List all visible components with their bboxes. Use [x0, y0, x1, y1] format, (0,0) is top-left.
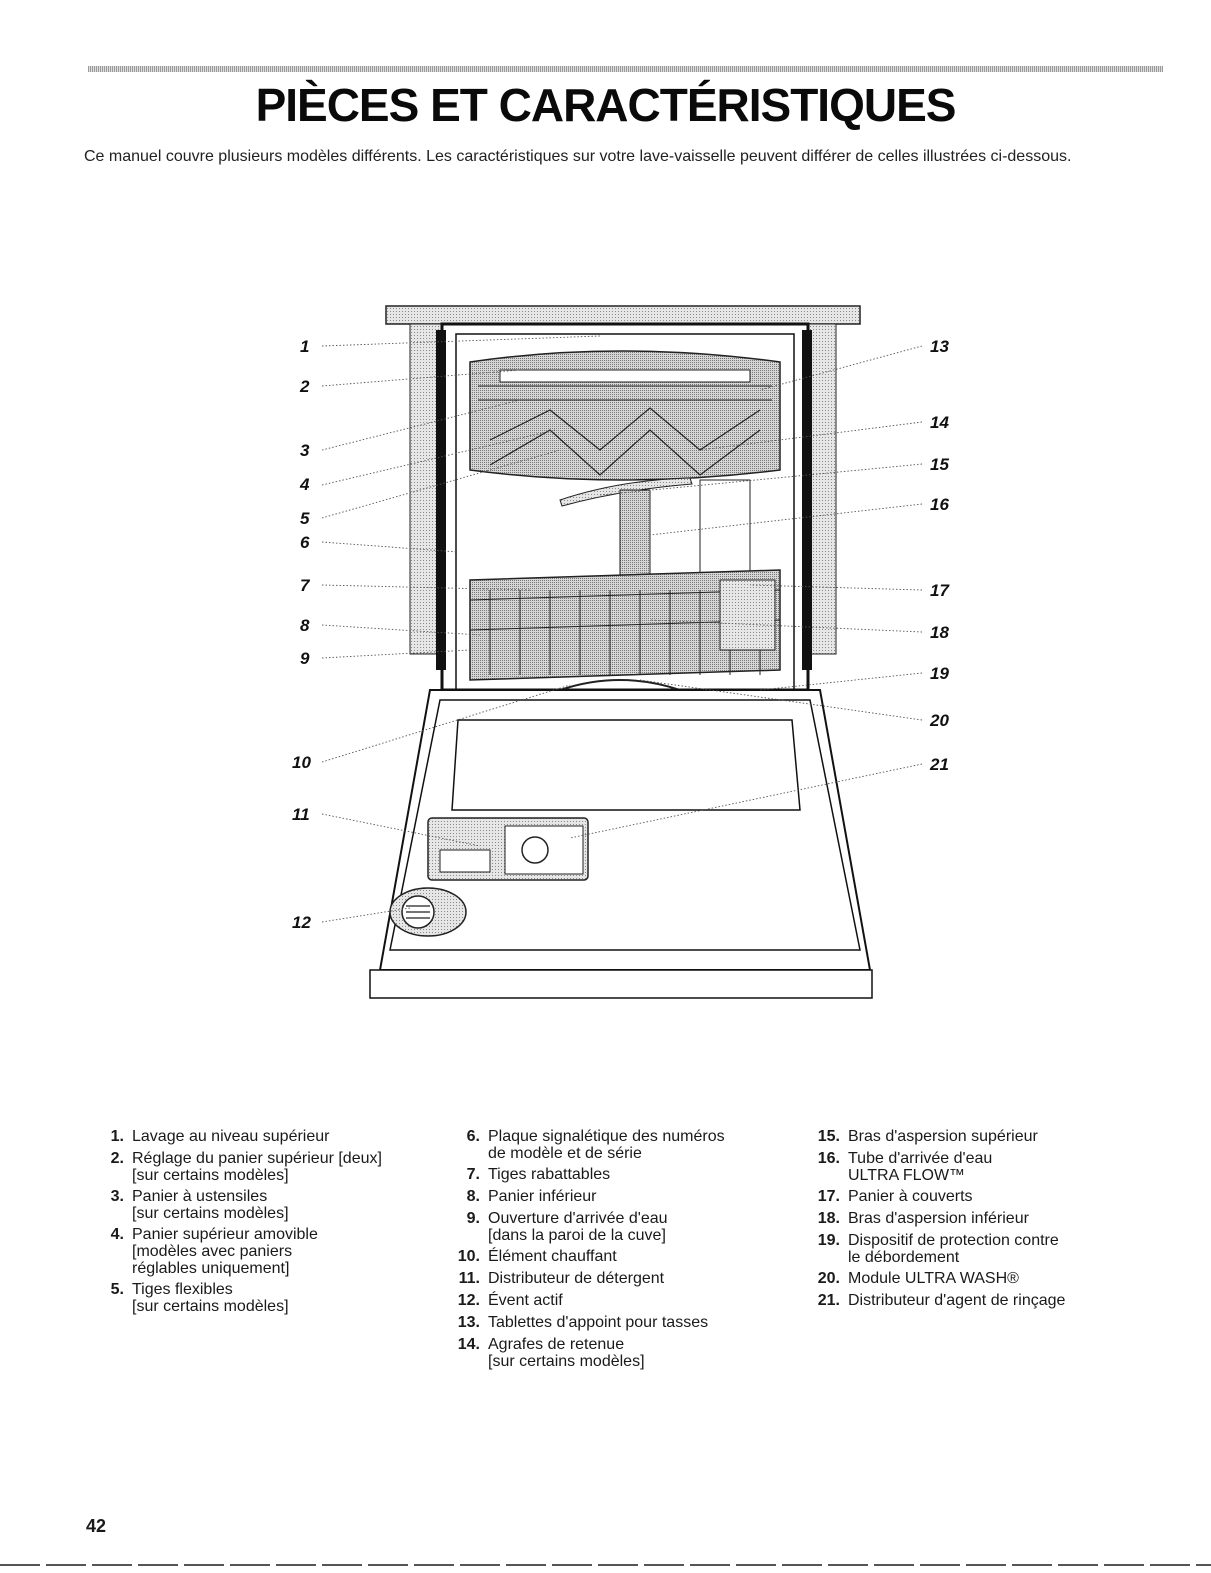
- callout-20: 20: [929, 711, 949, 730]
- legend-item: 2.Réglage du panier supérieur [deux][sur…: [110, 1150, 382, 1184]
- legend-item: 4.Panier supérieur amovible[modèles avec…: [110, 1226, 318, 1277]
- dishwasher-diagram: 1 2 3 4 5 6 7 8 9 10 11 12 13 14 15 16 1…: [0, 290, 1211, 1010]
- callout-14: 14: [930, 413, 949, 432]
- page-number: 42: [86, 1516, 107, 1536]
- legend-item: 18.Bras d'aspersion inférieur: [817, 1210, 1029, 1227]
- legend-column-1: 1.Lavage au niveau supérieur 2.Réglage d…: [96, 1128, 436, 1319]
- page-title: PIÈCES ET CARACTÉRISTIQUES: [255, 79, 957, 131]
- lower-rack-shape: [469, 569, 781, 691]
- legend-item: 8.Panier inférieur: [466, 1188, 597, 1205]
- callout-3: 3: [300, 441, 310, 460]
- countertop-shape: [385, 305, 861, 325]
- legend-item: 9.Ouverture d'arrivée d'eau[dans la paro…: [466, 1210, 668, 1244]
- callout-13: 13: [930, 337, 949, 356]
- upper-rack-shape: [469, 350, 781, 481]
- callout-11: 11: [292, 805, 310, 824]
- callout-19: 19: [930, 664, 949, 683]
- legend-item: 20.Module ULTRA WASH®: [817, 1270, 1019, 1287]
- callout-7: 7: [300, 576, 311, 595]
- callout-15: 15: [930, 455, 949, 474]
- legend-item: 15.Bras d'aspersion supérieur: [817, 1128, 1038, 1145]
- legend-item: 14.Agrafes de retenue[sur certains modèl…: [457, 1336, 645, 1370]
- callout-16: 16: [930, 495, 949, 514]
- legend-item: 10.Élément chauffant: [457, 1248, 617, 1265]
- legend-item: 11.Distributeur de détergent: [458, 1270, 665, 1287]
- callout-2: 2: [299, 377, 310, 396]
- bottom-rule: [0, 1564, 1211, 1566]
- active-vent-shape: [389, 887, 467, 937]
- callout-1: 1: [300, 337, 309, 356]
- legend-item: 13.Tablettes d'appoint pour tasses: [457, 1314, 709, 1331]
- callout-8: 8: [300, 616, 310, 635]
- legend-item: 7.Tiges rabattables: [466, 1166, 611, 1183]
- legend-column-3: 15.Bras d'aspersion supérieur 16.Tube d'…: [812, 1128, 1152, 1314]
- legend-item: 5.Tiges flexibles[sur certains modèles]: [110, 1281, 289, 1315]
- callout-17: 17: [930, 581, 950, 600]
- callout-10: 10: [292, 753, 311, 772]
- top-rule: [88, 66, 1163, 72]
- callout-21: 21: [929, 755, 949, 774]
- legend-item: 21.Distributeur d'agent de rinçage: [817, 1292, 1066, 1309]
- callout-18: 18: [930, 623, 949, 642]
- callout-9: 9: [300, 649, 310, 668]
- callout-4: 4: [299, 475, 310, 494]
- leader-lines: [321, 335, 923, 923]
- callout-12: 12: [292, 913, 311, 932]
- callout-6: 6: [300, 533, 310, 552]
- legend-item: 3.Panier à ustensiles[sur certains modèl…: [110, 1188, 289, 1222]
- legend-item: 1.Lavage au niveau supérieur: [110, 1128, 330, 1145]
- cabinet-right-shape: [807, 323, 837, 655]
- legend-item: 12.Évent actif: [457, 1292, 563, 1309]
- legend-item: 17.Panier à couverts: [817, 1188, 973, 1205]
- callout-5: 5: [300, 509, 310, 528]
- detergent-dispenser-shape: [427, 817, 589, 881]
- intro-paragraph: Ce manuel couvre plusieurs modèles diffé…: [84, 148, 1072, 165]
